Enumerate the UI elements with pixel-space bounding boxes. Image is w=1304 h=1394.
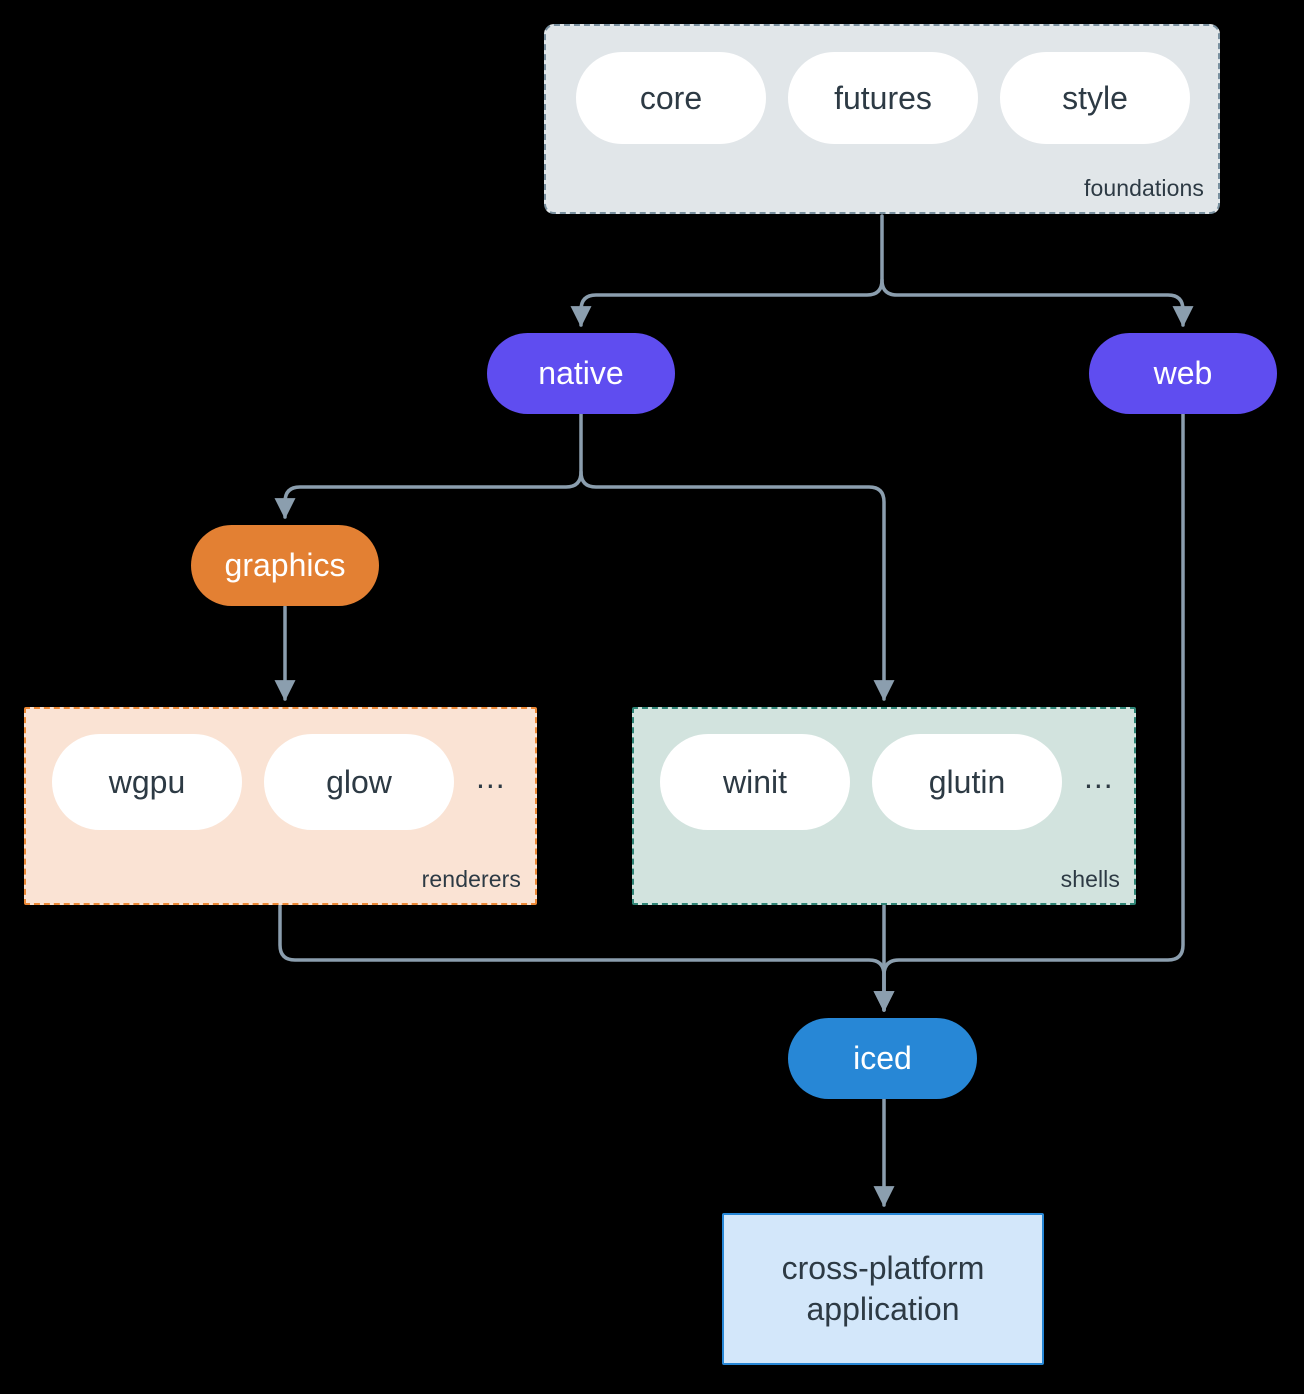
group-label-renderers: renderers xyxy=(421,866,521,892)
shells-ellipsis: ... xyxy=(1084,759,1114,795)
module-style[interactable]: style xyxy=(1000,52,1190,144)
module-glutin[interactable]: glutin xyxy=(872,734,1062,830)
group-shells-items: winit glutin ... xyxy=(660,734,1114,830)
edge-foundations-split xyxy=(570,214,884,328)
edge-native-graphics xyxy=(274,412,583,520)
group-shells: winit glutin ... shells xyxy=(632,707,1136,905)
group-foundations-items: core futures style xyxy=(576,52,1190,144)
node-native[interactable]: native xyxy=(487,333,675,414)
group-renderers: wgpu glow ... renderers xyxy=(24,707,537,905)
module-winit[interactable]: winit xyxy=(660,734,850,830)
node-iced[interactable]: iced xyxy=(788,1018,977,1099)
node-cross-platform-application[interactable]: cross-platform application xyxy=(722,1213,1044,1365)
edge-native-shells xyxy=(579,470,895,702)
edge-foundations-web xyxy=(880,278,1194,328)
group-foundations: core futures style foundations xyxy=(544,24,1220,214)
module-wgpu[interactable]: wgpu xyxy=(52,734,242,830)
module-glow[interactable]: glow xyxy=(264,734,454,830)
node-graphics[interactable]: graphics xyxy=(191,525,379,606)
group-renderers-items: wgpu glow ... xyxy=(52,734,506,830)
edge-renderers-iced xyxy=(278,904,895,1013)
group-label-shells: shells xyxy=(1060,866,1120,892)
group-label-foundations: foundations xyxy=(1083,175,1204,201)
renderers-ellipsis: ... xyxy=(476,759,506,795)
module-core[interactable]: core xyxy=(576,52,766,144)
app-label-line2: application xyxy=(806,1291,960,1327)
node-web[interactable]: web xyxy=(1089,333,1277,414)
app-label-line1: cross-platform xyxy=(781,1250,985,1287)
module-futures[interactable]: futures xyxy=(788,52,978,144)
